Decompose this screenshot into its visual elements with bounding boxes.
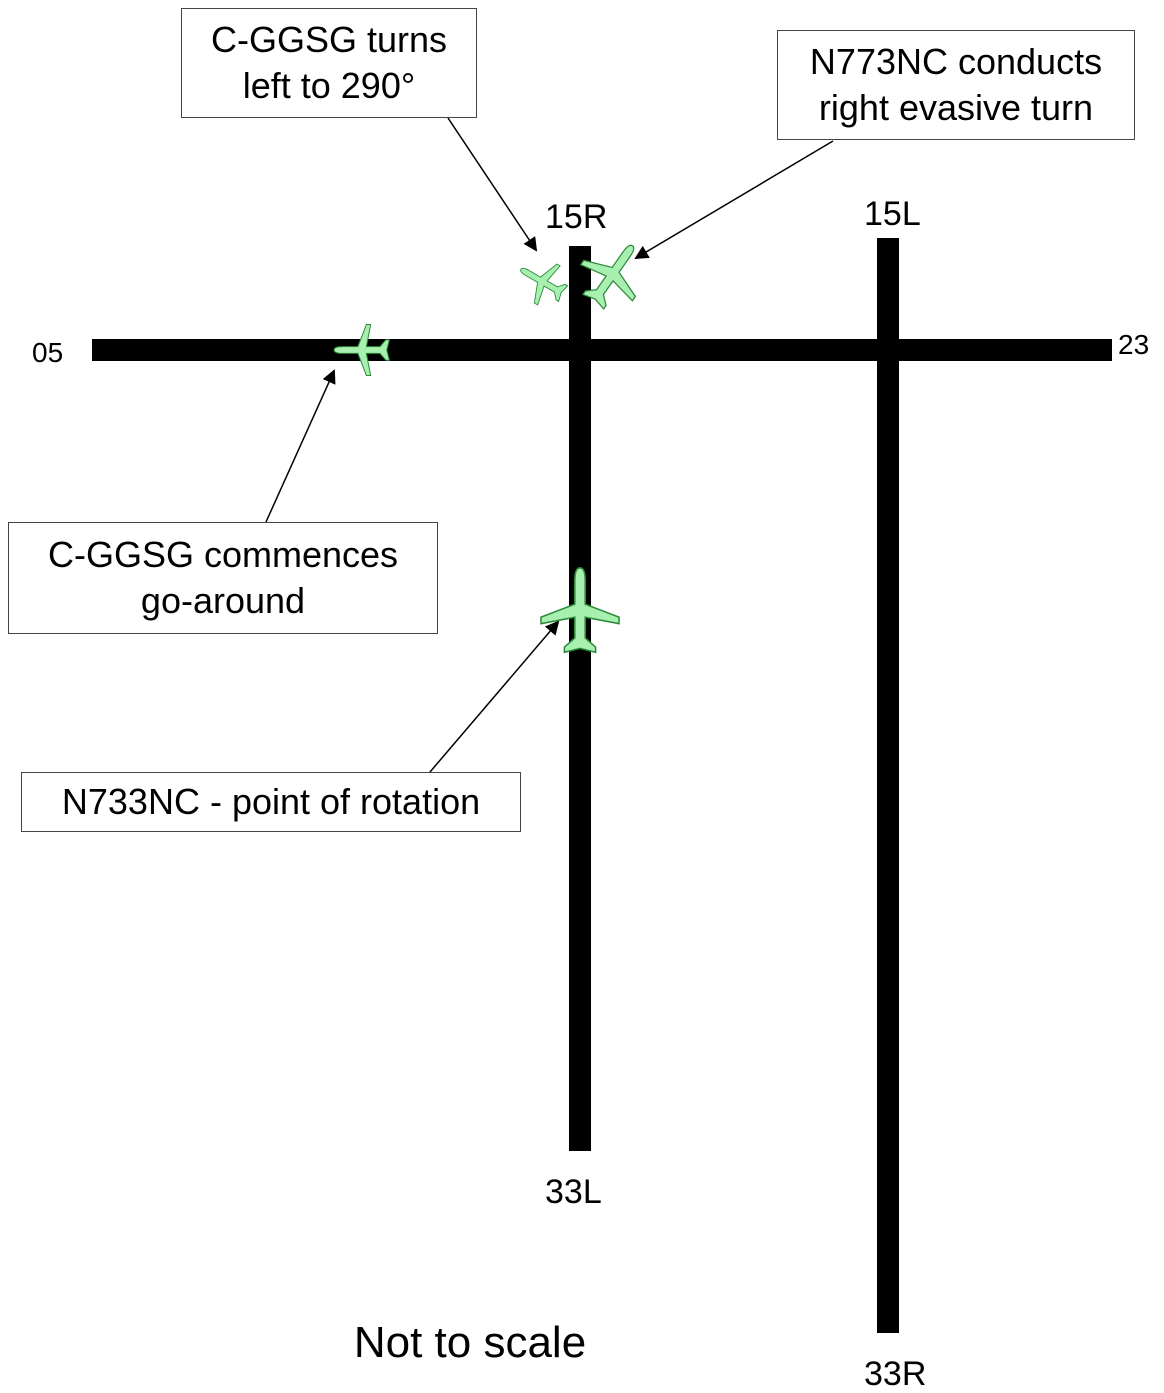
runway-15R-33L <box>569 246 591 1151</box>
callout-text: go-around <box>140 580 306 621</box>
runway-label-15R: 15R <box>545 198 607 236</box>
runway-label-23: 23 <box>1118 329 1149 360</box>
runway-15L-33R <box>877 238 899 1333</box>
callout-text: C-GGSG turns <box>210 19 448 60</box>
callout-n773nc-evasive: N773NC conducts right evasive turn <box>777 30 1135 140</box>
airplane-icon <box>540 567 620 654</box>
runway-label-33R: 33R <box>864 1355 926 1393</box>
leader-line-cggsg-turn <box>447 117 538 252</box>
runway-05-23 <box>92 339 1112 361</box>
leader-line-n773nc-evasive <box>634 140 834 260</box>
runway-label-05: 05 <box>32 337 63 368</box>
callout-text: N733NC - point of rotation <box>61 781 481 822</box>
callout-text: left to 290° <box>242 65 416 106</box>
callout-text: N773NC conducts <box>809 41 1103 82</box>
callout-cggsg-goaround: C-GGSG commences go-around <box>8 522 438 634</box>
callout-text: right evasive turn <box>818 87 1094 128</box>
runway-label-15L: 15L <box>864 195 921 233</box>
scale-note: Not to scale <box>353 1318 587 1367</box>
airplane-icon <box>509 249 575 314</box>
runway-label-33L: 33L <box>545 1173 602 1211</box>
callout-n733nc-rotation: N733NC - point of rotation <box>21 772 521 832</box>
callout-cggsg-turn: C-GGSG turns left to 290° <box>181 8 477 118</box>
leader-line-cggsg-goaround <box>265 369 336 523</box>
leader-line-n733nc-rotation <box>429 620 560 773</box>
callout-text: C-GGSG commences <box>47 534 399 575</box>
airplane-icon <box>333 323 390 377</box>
